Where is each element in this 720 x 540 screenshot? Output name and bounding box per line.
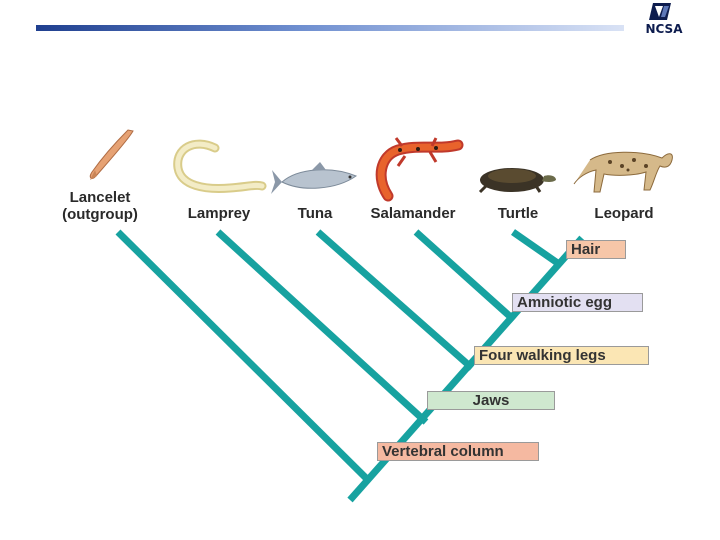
ncsa-logo-icon — [649, 3, 671, 20]
lamprey-icon — [173, 139, 267, 193]
branch-lancelet — [115, 229, 371, 483]
branch-lamprey — [215, 229, 429, 425]
trait-amniotic-egg: Amniotic egg — [512, 293, 643, 312]
lancelet-icon — [89, 129, 134, 180]
ncsa-logo-text: NCSA — [645, 22, 683, 36]
trait-four-walking-legs: Four walking legs — [474, 346, 649, 365]
branch-tuna — [315, 229, 475, 371]
leopard-icon — [573, 151, 673, 193]
trait-hair: Hair — [566, 240, 626, 259]
branch-turtle — [511, 229, 561, 267]
tuna-icon — [271, 162, 358, 194]
taxon-label-leopard: Leopard — [594, 205, 654, 222]
salamander-icon — [375, 137, 464, 202]
taxon-label-salamander: Salamander — [370, 205, 456, 222]
branch-salamander — [413, 229, 517, 323]
turtle-icon — [478, 168, 556, 194]
taxon-label-lancelet: Lancelet (outgroup) — [52, 189, 148, 223]
trait-jaws: Jaws — [427, 391, 555, 410]
trait-vertebral-column: Vertebral column — [377, 442, 539, 461]
header-rule — [36, 25, 624, 31]
taxon-label-lamprey: Lamprey — [187, 205, 251, 222]
taxon-label-tuna: Tuna — [297, 205, 333, 222]
taxon-note: (outgroup) — [62, 206, 138, 223]
taxon-label-turtle: Turtle — [497, 205, 539, 222]
taxon-name: Lancelet — [69, 189, 131, 206]
